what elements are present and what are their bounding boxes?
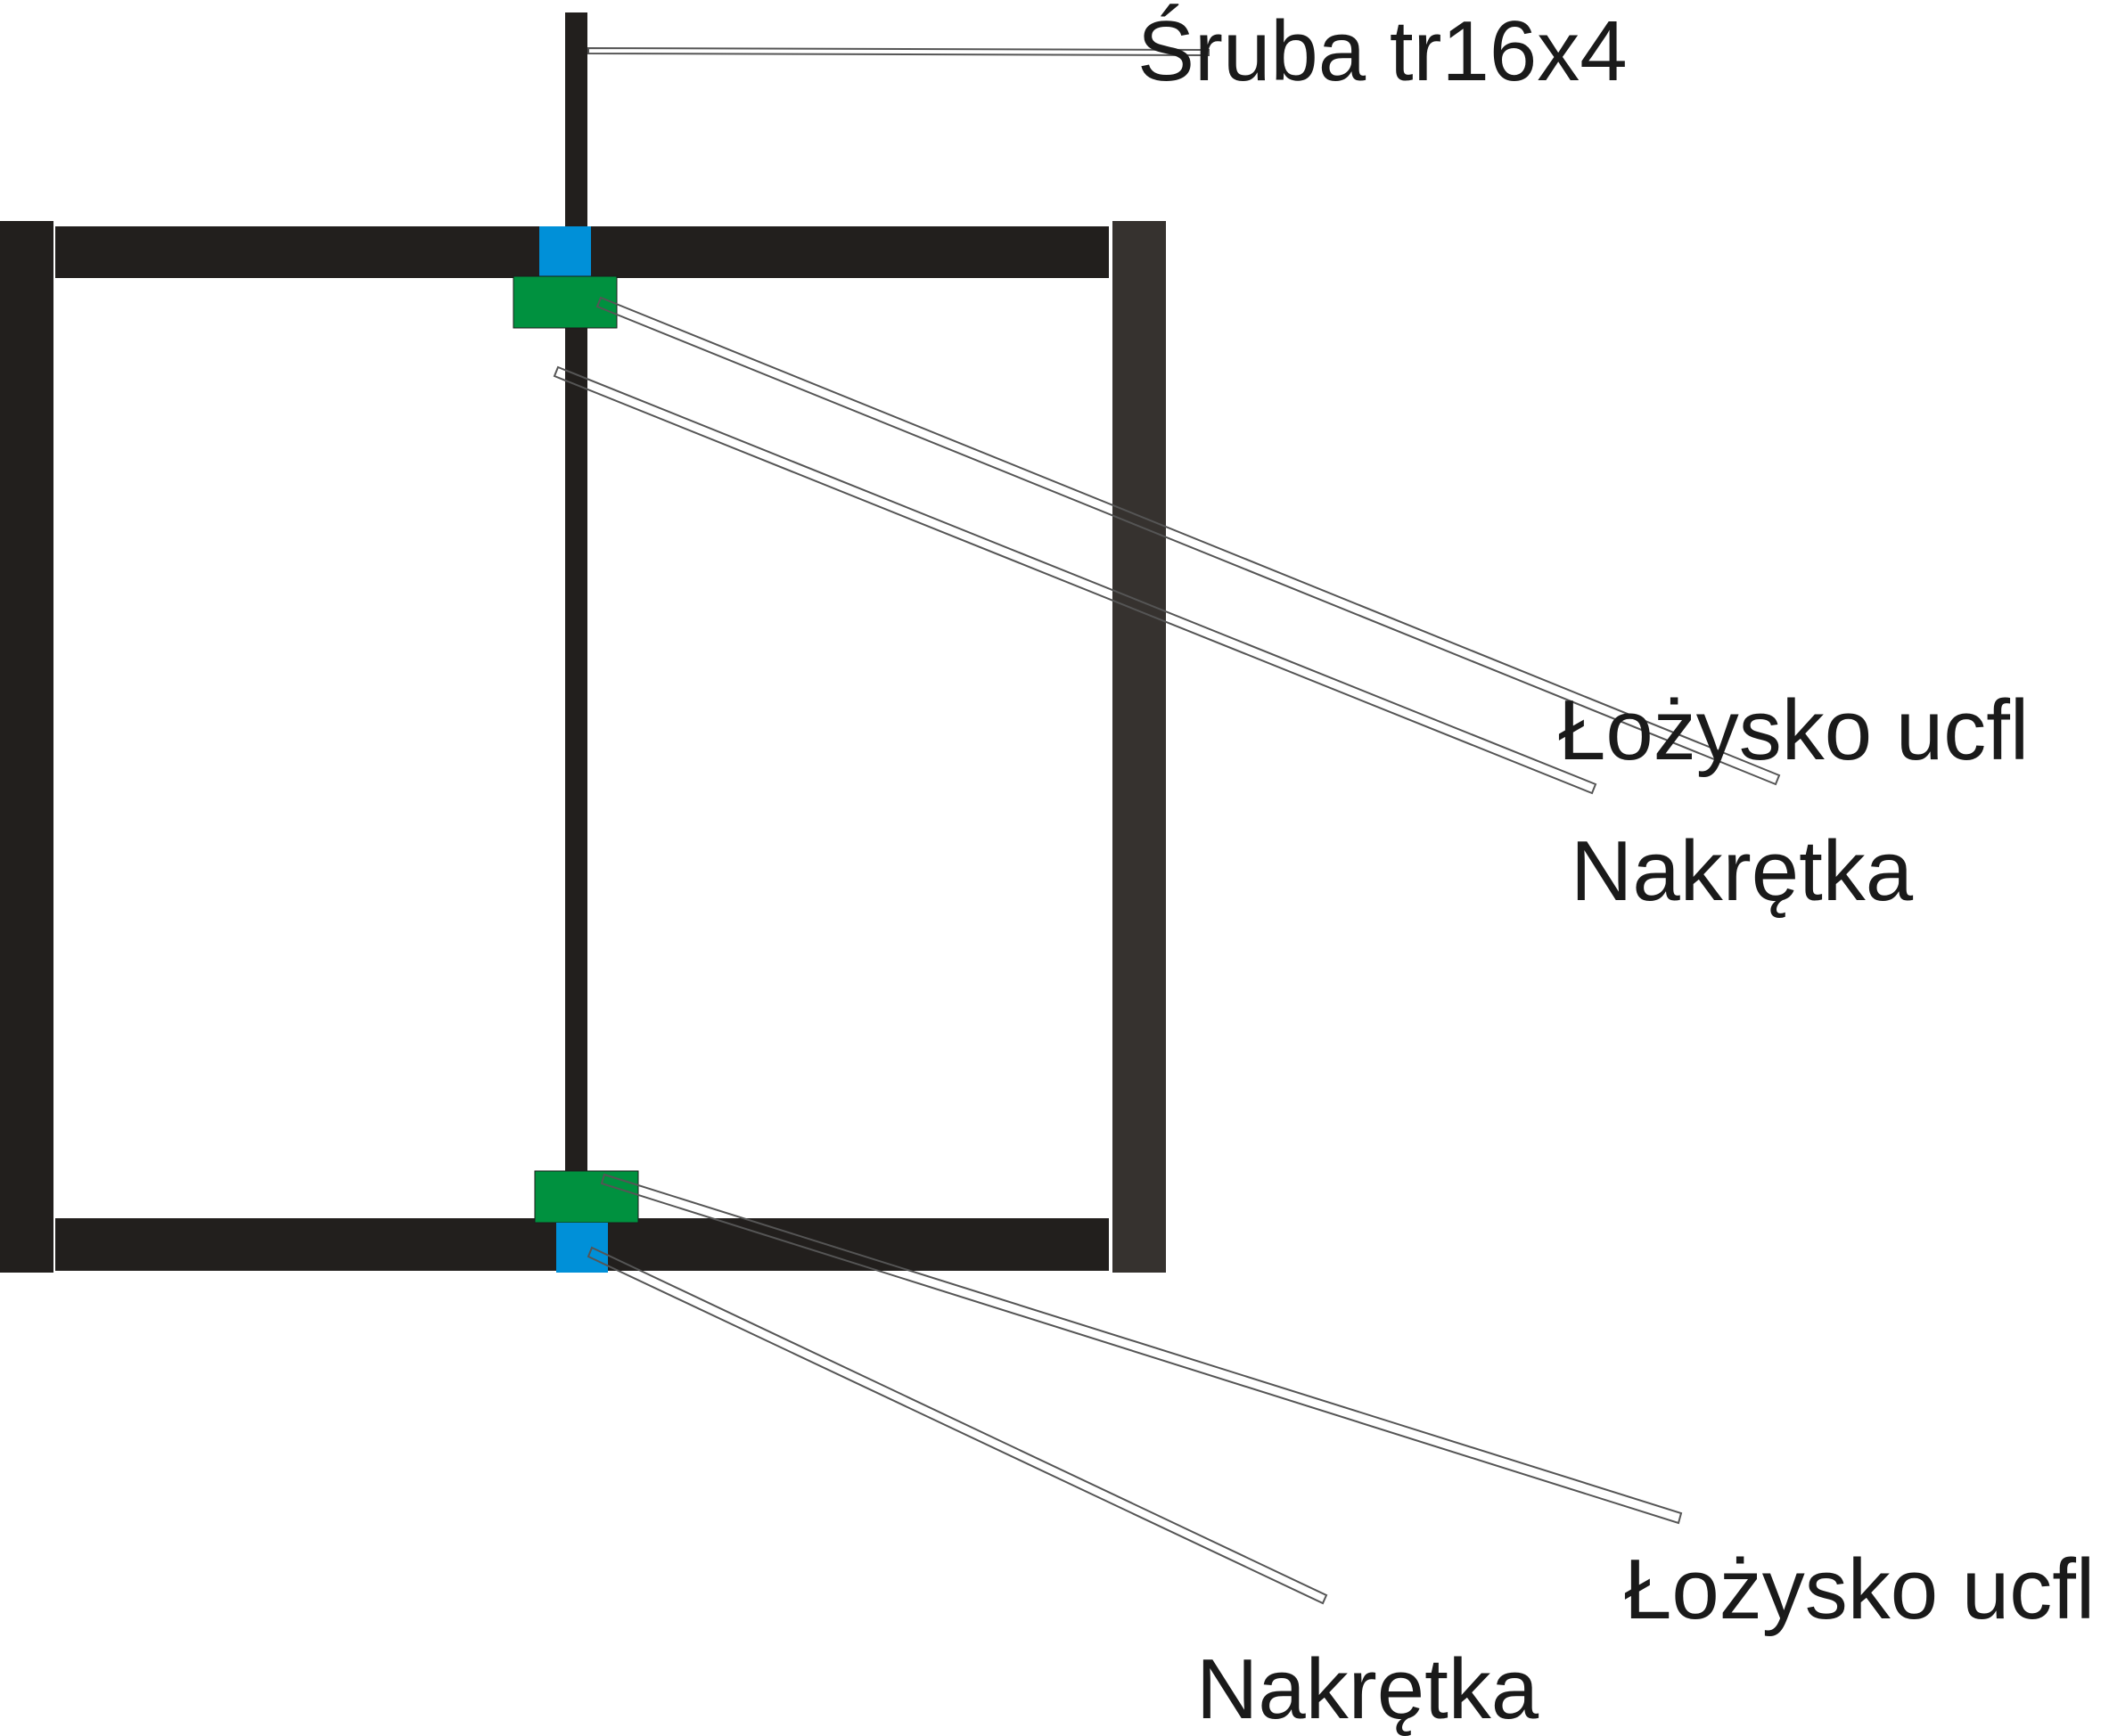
bottom-nut	[556, 1223, 608, 1273]
leader-bearing-bottom	[600, 1173, 1683, 1525]
label-bearing-top: Łożysko ucfl	[1558, 683, 2029, 778]
label-nut-top: Nakrętka	[1571, 823, 1914, 919]
label-bearing-bottom: Łożysko ucfl	[1624, 1542, 2095, 1637]
leader-screw	[587, 46, 1210, 57]
leader-bearing-top	[595, 296, 1781, 786]
bottom-bearing	[534, 1170, 639, 1224]
label-screw: Śruba tr16x4	[1137, 3, 1628, 99]
frame-right-post	[1112, 221, 1166, 1273]
top-bearing	[513, 275, 618, 329]
label-nut-bottom: Nakrętka	[1196, 1642, 1539, 1736]
leader-nut-top	[553, 365, 1597, 795]
leader-nut-bottom	[587, 1246, 1328, 1605]
lead-screw-rod	[565, 12, 587, 1171]
top-nut	[539, 226, 591, 276]
frame-left-post	[0, 221, 53, 1273]
